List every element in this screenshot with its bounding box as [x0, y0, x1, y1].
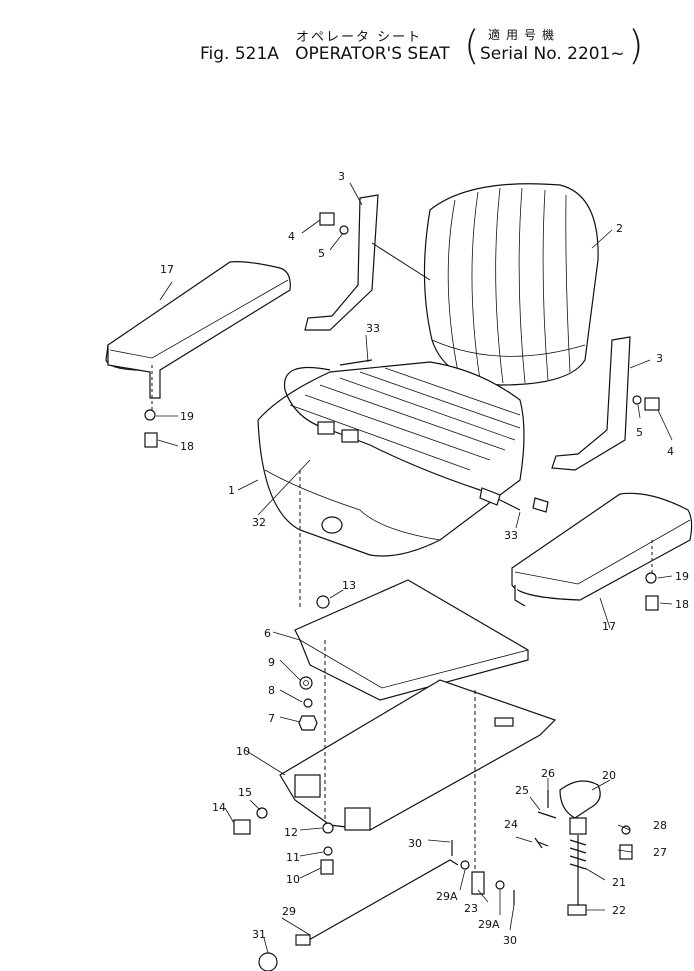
- seat-title: OPERATOR'S SEAT: [295, 44, 450, 64]
- callout-10: 10: [236, 745, 250, 758]
- callout-9: 9: [268, 656, 275, 669]
- left-bracket: [304, 194, 379, 331]
- callout-4-right: 4: [667, 445, 674, 458]
- alignment-lines: [151, 242, 653, 870]
- callout-18-right: 18: [675, 598, 689, 611]
- paren-open: (: [464, 23, 480, 69]
- callout-28: 28: [653, 819, 667, 832]
- figure-label: Fig. 521A: [200, 44, 279, 64]
- callout-19-right: 19: [675, 570, 689, 583]
- callout-30-top: 30: [408, 837, 422, 850]
- callout-29: 29: [282, 905, 296, 918]
- callout-33-bottom: 33: [504, 529, 518, 542]
- seat-cushion: [257, 361, 525, 557]
- figure-title: Fig. 521A OPERATOR'S SEAT: [200, 44, 450, 64]
- callout-5-right: 5: [636, 426, 643, 439]
- callout-labels: 3 4 5 2 3 5 4 17 19 18 33 1 32 33 19 18 …: [160, 170, 689, 947]
- callout-22: 22: [612, 904, 626, 917]
- callout-14: 13: [342, 579, 356, 592]
- callout-20: 20: [602, 769, 616, 782]
- right-bracket: [551, 336, 631, 471]
- callout-23: 23: [464, 902, 478, 915]
- seat-back: [423, 183, 599, 386]
- japanese-serial-label: 適用号機: [488, 28, 561, 42]
- callout-31: 31: [252, 928, 266, 941]
- serial-range: Serial No. 2201~: [480, 44, 625, 64]
- callout-3-right: 3: [656, 352, 663, 365]
- callout-7: 7: [268, 712, 275, 725]
- callout-29A-left: 29A: [436, 890, 458, 903]
- right-armrest: [511, 492, 693, 607]
- callout-33-top: 33: [366, 322, 380, 335]
- callout-18-left: 18: [180, 440, 194, 453]
- callout-2: 2: [616, 222, 623, 235]
- callout-24: 24: [504, 818, 518, 831]
- paren-close: ): [628, 23, 644, 69]
- callout-3-left: 3: [338, 170, 345, 183]
- callout-19-left: 19: [180, 410, 194, 423]
- seat-plate: [294, 579, 529, 701]
- callout-8: 8: [268, 684, 275, 697]
- callout-32: 32: [252, 516, 266, 529]
- seat-belt: [283, 359, 549, 513]
- callout-25: 25: [515, 784, 529, 797]
- base-plate: [279, 679, 557, 831]
- callout-6: 6: [264, 627, 271, 640]
- callout-29A-right: 29A: [478, 918, 500, 931]
- callout-17-right: 17: [602, 620, 616, 633]
- callout-30-bottom: 30: [503, 934, 517, 947]
- callout-27: 27: [653, 846, 667, 859]
- callout-5-left: 5: [318, 247, 325, 260]
- callout-16: 15: [238, 786, 252, 799]
- callout-21: 21: [612, 876, 626, 889]
- left-armrest: [105, 261, 291, 399]
- hardware: [144, 212, 660, 971]
- callout-11: 10: [286, 873, 300, 886]
- callout-15: 14: [212, 801, 226, 814]
- japanese-title: オペレータ シート: [296, 30, 423, 45]
- callout-4-left: 4: [288, 230, 295, 243]
- leader-lines: [156, 182, 673, 954]
- callout-13: 12: [284, 826, 298, 839]
- callout-26: 26: [541, 767, 555, 780]
- callout-12: 11: [286, 851, 300, 864]
- callout-1: 1: [228, 484, 235, 497]
- callout-17-left: 17: [160, 263, 174, 276]
